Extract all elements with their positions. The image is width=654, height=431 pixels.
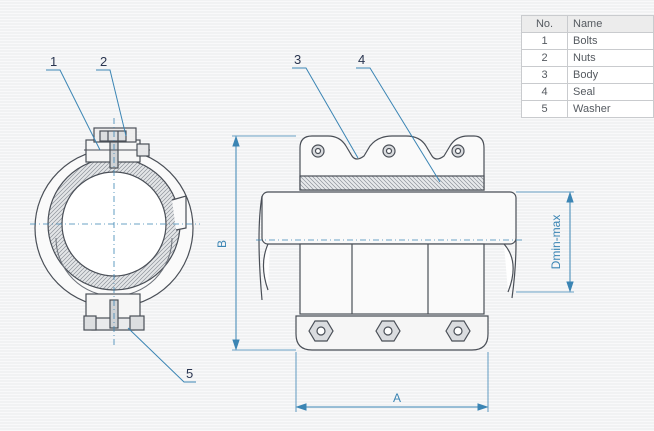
row-name: Washer xyxy=(567,100,654,118)
dim-label-d: Dmin-max xyxy=(549,215,563,270)
hex-nut-2 xyxy=(375,320,401,342)
row-name: Seal xyxy=(567,83,654,101)
section-centerlines xyxy=(30,118,200,345)
row-name: Body xyxy=(567,66,654,84)
callout-4: 4 xyxy=(358,52,365,67)
table-row: 4 Seal xyxy=(521,83,654,101)
parts-table: No. Name 1 Bolts 2 Nuts 3 Body 4 Seal 5 … xyxy=(521,15,654,118)
callout-5: 5 xyxy=(186,366,193,381)
callout-1: 1 xyxy=(50,54,57,69)
callout-leaders xyxy=(46,67,441,383)
dim-label-a: A xyxy=(393,391,401,405)
front-view xyxy=(258,135,517,351)
hex-nut-1 xyxy=(308,320,334,342)
row-no: 2 xyxy=(521,49,568,67)
table-header-row: No. Name xyxy=(521,15,654,33)
washer-left xyxy=(83,315,97,331)
row-name: Nuts xyxy=(567,49,654,67)
row-no: 5 xyxy=(521,100,568,118)
header-name: Name xyxy=(567,15,654,33)
clamp-body-mid xyxy=(299,243,485,315)
dim-label-b: B xyxy=(215,240,229,248)
row-name: Bolts xyxy=(567,32,654,50)
table-row: 3 Body xyxy=(521,66,654,84)
row-no: 4 xyxy=(521,83,568,101)
row-no: 1 xyxy=(521,32,568,50)
washer-right xyxy=(129,315,145,331)
pipe-body xyxy=(261,191,517,245)
dimension-lines xyxy=(232,135,574,412)
hex-nut-3 xyxy=(445,320,471,342)
top-nut xyxy=(99,130,127,142)
table-row: 5 Washer xyxy=(521,100,654,118)
header-no: No. xyxy=(521,15,568,33)
callout-3: 3 xyxy=(294,52,301,67)
table-row: 2 Nuts xyxy=(521,49,654,67)
table-row: 1 Bolts xyxy=(521,32,654,50)
seal-strip xyxy=(299,175,485,191)
row-no: 3 xyxy=(521,66,568,84)
callout-2: 2 xyxy=(100,54,107,69)
